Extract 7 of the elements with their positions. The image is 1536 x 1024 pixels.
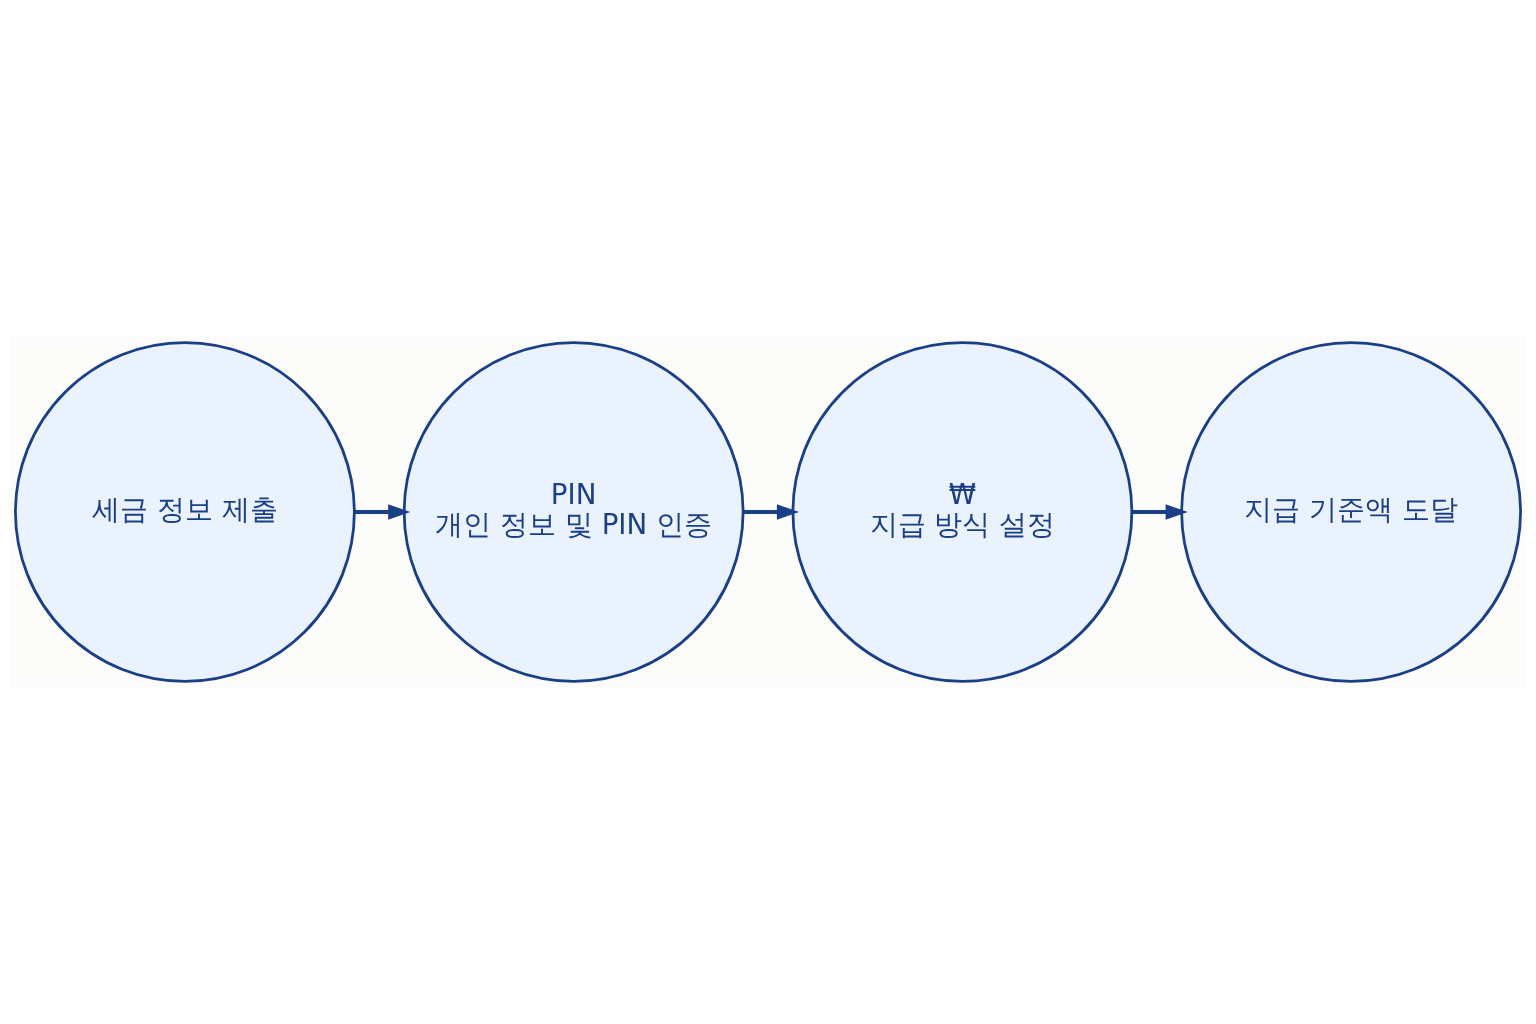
arrow bbox=[354, 504, 411, 520]
node-circle: 지급 기준액 도달 bbox=[1180, 341, 1522, 683]
arrow bbox=[743, 504, 800, 520]
node-circle: 세금 정보 제출 bbox=[14, 341, 356, 683]
arrow bbox=[1131, 504, 1188, 520]
node-circle: PIN 개인 정보 및 PIN 인증 bbox=[402, 341, 745, 683]
node-circle: ₩ 지급 방식 설정 bbox=[791, 341, 1134, 683]
